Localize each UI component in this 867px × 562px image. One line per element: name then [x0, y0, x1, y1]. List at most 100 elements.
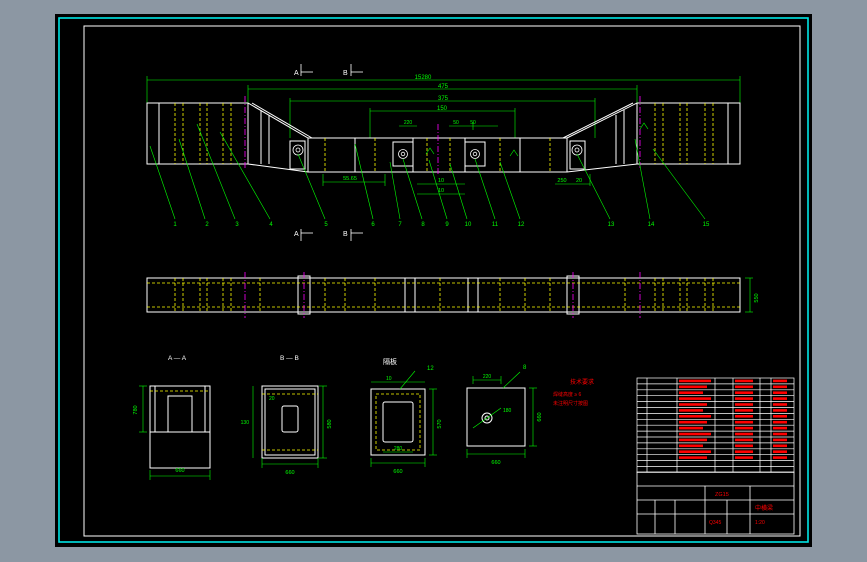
section-aa-height: 780	[133, 405, 139, 414]
section-bb-height: 580	[327, 419, 333, 428]
plate-title: 隔板	[383, 357, 397, 366]
dim-55: 55.65	[343, 176, 357, 182]
balloon-10: 10	[465, 222, 472, 228]
dim-50a: 50	[453, 120, 459, 126]
balloon-7: 7	[398, 222, 402, 228]
parts-list-cell-mark	[735, 456, 753, 459]
balloon-14: 14	[648, 222, 655, 228]
section-bb-title: B — B	[280, 355, 299, 362]
title-material: Q345	[709, 520, 721, 526]
technical-notes: 技术要求 焊缝高度 ≥ 6 未注明尺寸按图	[553, 378, 594, 407]
dim-20: 20	[576, 178, 582, 184]
balloon-1: 1	[173, 222, 177, 228]
parts-list-cell-mark	[773, 420, 787, 424]
balloon-3: 3	[235, 222, 239, 228]
plate-width-dim: 660	[393, 469, 402, 475]
drawing-outer-border	[58, 17, 809, 543]
end-plate-220: 220	[483, 374, 492, 380]
parts-list	[636, 377, 795, 473]
notes-line-1: 焊缝高度 ≥ 6	[553, 391, 582, 398]
dim-m1: 10	[438, 178, 444, 184]
parts-list-cell-mark	[773, 438, 787, 442]
section-aa-width: 660	[175, 468, 184, 474]
parts-list-cell-mark	[735, 415, 753, 418]
parts-list-cell-mark	[735, 397, 753, 400]
parts-list-cell-mark	[679, 426, 703, 430]
plan-view: 550	[146, 272, 760, 318]
cad-viewport[interactable]: A B A B 15280 475 375 150 220 50 50	[55, 14, 812, 547]
dim-overall: 15280	[415, 75, 432, 81]
parts-list-cell-mark	[773, 415, 787, 418]
diaphragm-plate-view: 隔板 12 10 280 660 570	[370, 357, 443, 475]
dim-m2: 10	[438, 188, 444, 194]
parts-list-cell-mark	[773, 391, 787, 394]
parts-list-cell-mark	[735, 444, 753, 448]
parts-list-cell-mark	[735, 379, 753, 383]
plate-height-dim: 570	[437, 419, 443, 428]
engineering-drawing: A B A B 15280 475 375 150 220 50 50	[58, 17, 809, 543]
parts-list-cell-mark	[679, 432, 711, 436]
section-a-a: A — A 660 780	[133, 355, 211, 480]
parts-list-cell-mark	[773, 444, 787, 448]
dim-220: 220	[404, 120, 413, 126]
parts-list-cell-mark	[735, 385, 753, 389]
plate-ref: 12	[427, 366, 434, 372]
notes-line-2: 未注明尺寸按图	[553, 400, 588, 407]
end-plate-height: 660	[537, 412, 543, 421]
plate-inner-dim: 280	[394, 446, 403, 452]
dim-d3: 150	[437, 106, 448, 112]
parts-list-cell-mark	[679, 409, 703, 412]
balloon-5: 5	[324, 222, 328, 228]
end-plate-view: 8 220 180 660 660	[466, 365, 543, 466]
parts-list-cell-mark	[679, 420, 707, 424]
balloon-12: 12	[518, 222, 525, 228]
parts-list-cell-mark	[679, 456, 707, 459]
parts-list-cell-mark	[773, 456, 787, 459]
end-plate-ref: 8	[523, 365, 527, 371]
parts-list-cell-mark	[679, 438, 707, 442]
parts-list-cell-mark	[679, 403, 707, 406]
parts-list-cell-mark	[773, 403, 787, 406]
parts-list-cell-mark	[773, 379, 787, 383]
end-plate-width: 660	[491, 460, 500, 466]
title-drawing-no: ZG15	[715, 492, 729, 498]
balloon-4: 4	[269, 222, 273, 228]
parts-list-cell-mark	[773, 385, 787, 389]
title-name: 中横梁	[755, 504, 773, 512]
section-mark-b-bottom: B	[343, 231, 348, 238]
parts-list-cell-mark	[735, 420, 753, 424]
balloon-9: 9	[445, 222, 449, 228]
parts-list-cell-mark	[679, 444, 703, 448]
dim-d2: 375	[438, 96, 449, 102]
parts-list-cell-mark	[679, 391, 703, 394]
parts-list-cell-mark	[735, 438, 753, 442]
dim-250: 250	[557, 178, 566, 184]
section-mark-a-bottom: A	[294, 231, 299, 238]
parts-list-cell-mark	[735, 426, 753, 430]
balloon-11: 11	[492, 222, 499, 228]
section-bb-20: 20	[269, 396, 275, 402]
plate-top-dim: 10	[386, 376, 392, 382]
balloon-13: 13	[608, 222, 615, 228]
elevation-view: A B A B 15280 475 375 150 220 50 50	[146, 64, 741, 241]
parts-list-cell-mark	[679, 415, 711, 418]
dim-d1: 475	[438, 84, 449, 90]
parts-list-cell-mark	[735, 403, 753, 406]
section-mark-b-top: B	[343, 70, 348, 77]
parts-list-cell-mark	[735, 409, 753, 412]
parts-list-cell-mark	[735, 391, 753, 394]
section-mark-a-top: A	[294, 70, 299, 77]
parts-list-cell-mark	[773, 397, 787, 400]
parts-list-cell-mark	[773, 409, 787, 412]
notes-title: 技术要求	[570, 378, 594, 386]
parts-list-cell-mark	[735, 450, 753, 453]
parts-list-cell-mark	[679, 379, 711, 383]
balloon-8: 8	[421, 222, 425, 228]
parts-list-cell-mark	[679, 450, 711, 453]
parts-list-cell-mark	[735, 432, 753, 436]
parts-list-cell-mark	[679, 397, 711, 400]
section-aa-title: A — A	[168, 355, 187, 362]
end-plate-180: 180	[503, 408, 512, 414]
title-block: ZG15 中横梁 1:20 Q345	[636, 471, 795, 535]
parts-list-cell-mark	[773, 426, 787, 430]
